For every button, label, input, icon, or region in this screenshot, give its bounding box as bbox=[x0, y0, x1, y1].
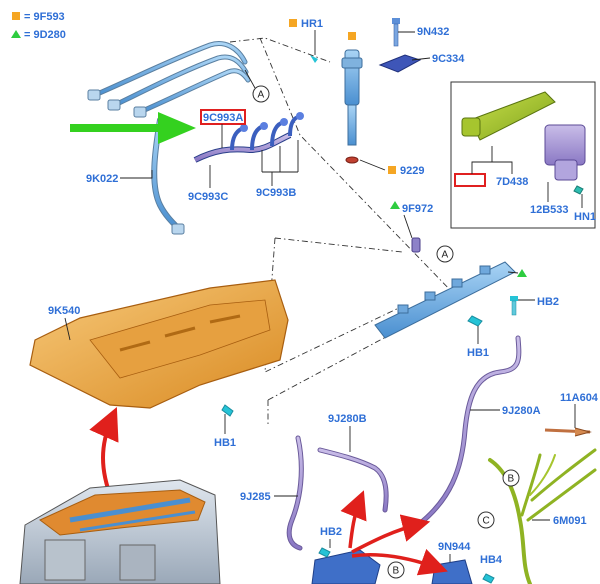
clamp-9c334-icon bbox=[378, 54, 422, 73]
red-arrow-right-lower bbox=[351, 548, 448, 576]
engine-assembly-part bbox=[19, 479, 221, 584]
highlight-box-9c993a bbox=[200, 109, 246, 125]
washer-marker-icon bbox=[388, 166, 396, 174]
highlight-box-inset bbox=[454, 173, 486, 187]
fuel-injector bbox=[341, 49, 363, 164]
callout-a-rail bbox=[436, 245, 454, 263]
bolt-hb1-lower-icon bbox=[221, 404, 234, 417]
fuel-pipe-bundle bbox=[87, 41, 251, 235]
label-9k540: 9K540 bbox=[48, 305, 80, 317]
label-9c993c: 9C993C bbox=[188, 191, 228, 203]
legend: = 9F593 = 9D280 bbox=[11, 11, 66, 41]
callout-c-harness-label: C bbox=[483, 516, 490, 527]
callout-b-harness-label: B bbox=[508, 474, 515, 485]
label-hn1: HN1 bbox=[574, 211, 596, 223]
label-9c993a: 9C993A bbox=[203, 112, 243, 124]
square-marker-icon bbox=[12, 12, 20, 20]
callout-b-bottom-label: B bbox=[393, 566, 400, 577]
label-11a604: 11A604 bbox=[560, 392, 599, 404]
label-7d438: 7D438 bbox=[496, 176, 528, 188]
label-hb2-lower: HB2 bbox=[320, 526, 342, 538]
label-6m091: 6M091 bbox=[553, 515, 587, 527]
label-9229: 9229 bbox=[400, 165, 424, 177]
bolt-hb2-top-icon bbox=[510, 296, 518, 316]
label-9j285: 9J285 bbox=[240, 491, 271, 503]
callout-b-harness bbox=[502, 469, 520, 487]
hr1-clip-icon bbox=[310, 55, 318, 63]
label-9k022: 9K022 bbox=[86, 173, 118, 185]
legend-square-label: = 9F593 bbox=[24, 11, 65, 23]
label-9n944: 9N944 bbox=[438, 541, 471, 553]
label-hb1-rail: HB1 bbox=[467, 347, 489, 359]
green-pointer-arrow bbox=[70, 112, 196, 144]
label-hb4: HB4 bbox=[480, 554, 503, 566]
label-12b533: 12B533 bbox=[530, 204, 569, 216]
label-9n432: 9N432 bbox=[417, 26, 449, 38]
bolt-hb2-lower-icon bbox=[318, 547, 331, 558]
bolt-hb4-icon bbox=[482, 573, 495, 584]
label-hb2-top: HB2 bbox=[537, 296, 559, 308]
connector-7d438-part bbox=[544, 124, 586, 195]
label-hb1-lower: HB1 bbox=[214, 437, 236, 449]
label-hr1: HR1 bbox=[301, 18, 323, 30]
callout-a-pipes-label: A bbox=[258, 90, 265, 101]
wiring-harness-6m091-part bbox=[488, 448, 597, 584]
bolt-9n432-icon bbox=[392, 18, 400, 47]
glow-plug-11a604-part bbox=[544, 427, 592, 437]
valve-cover-9k540-part bbox=[29, 279, 289, 409]
leak-off-connectors bbox=[193, 112, 304, 163]
red-arrow-right-upper bbox=[351, 514, 431, 554]
label-9c334: 9C334 bbox=[432, 53, 465, 65]
callout-a-pipes bbox=[252, 85, 270, 103]
label-9c993b: 9C993B bbox=[256, 187, 296, 199]
callout-c-harness bbox=[477, 511, 495, 529]
injector-marker-icon bbox=[348, 32, 356, 40]
rail-marker-icon bbox=[517, 269, 527, 277]
label-9j280a: 9J280A bbox=[502, 405, 541, 417]
callout-b-bottom bbox=[387, 561, 405, 579]
label-9j280b: 9J280B bbox=[328, 413, 367, 425]
triangle-marker-icon bbox=[11, 30, 21, 38]
callout-a-rail-label: A bbox=[442, 250, 449, 261]
bolt-hb1-rail-icon bbox=[467, 315, 483, 327]
legend-triangle-label: = 9D280 bbox=[24, 29, 66, 41]
9f972-marker-icon bbox=[390, 201, 400, 209]
red-arrow-up bbox=[340, 490, 367, 549]
fuel-pressure-sensor-part bbox=[461, 91, 556, 141]
return-pipes bbox=[286, 335, 522, 551]
label-9f972: 9F972 bbox=[402, 203, 433, 215]
hr1-marker-icon bbox=[289, 19, 297, 27]
fuel-rail bbox=[374, 237, 516, 339]
